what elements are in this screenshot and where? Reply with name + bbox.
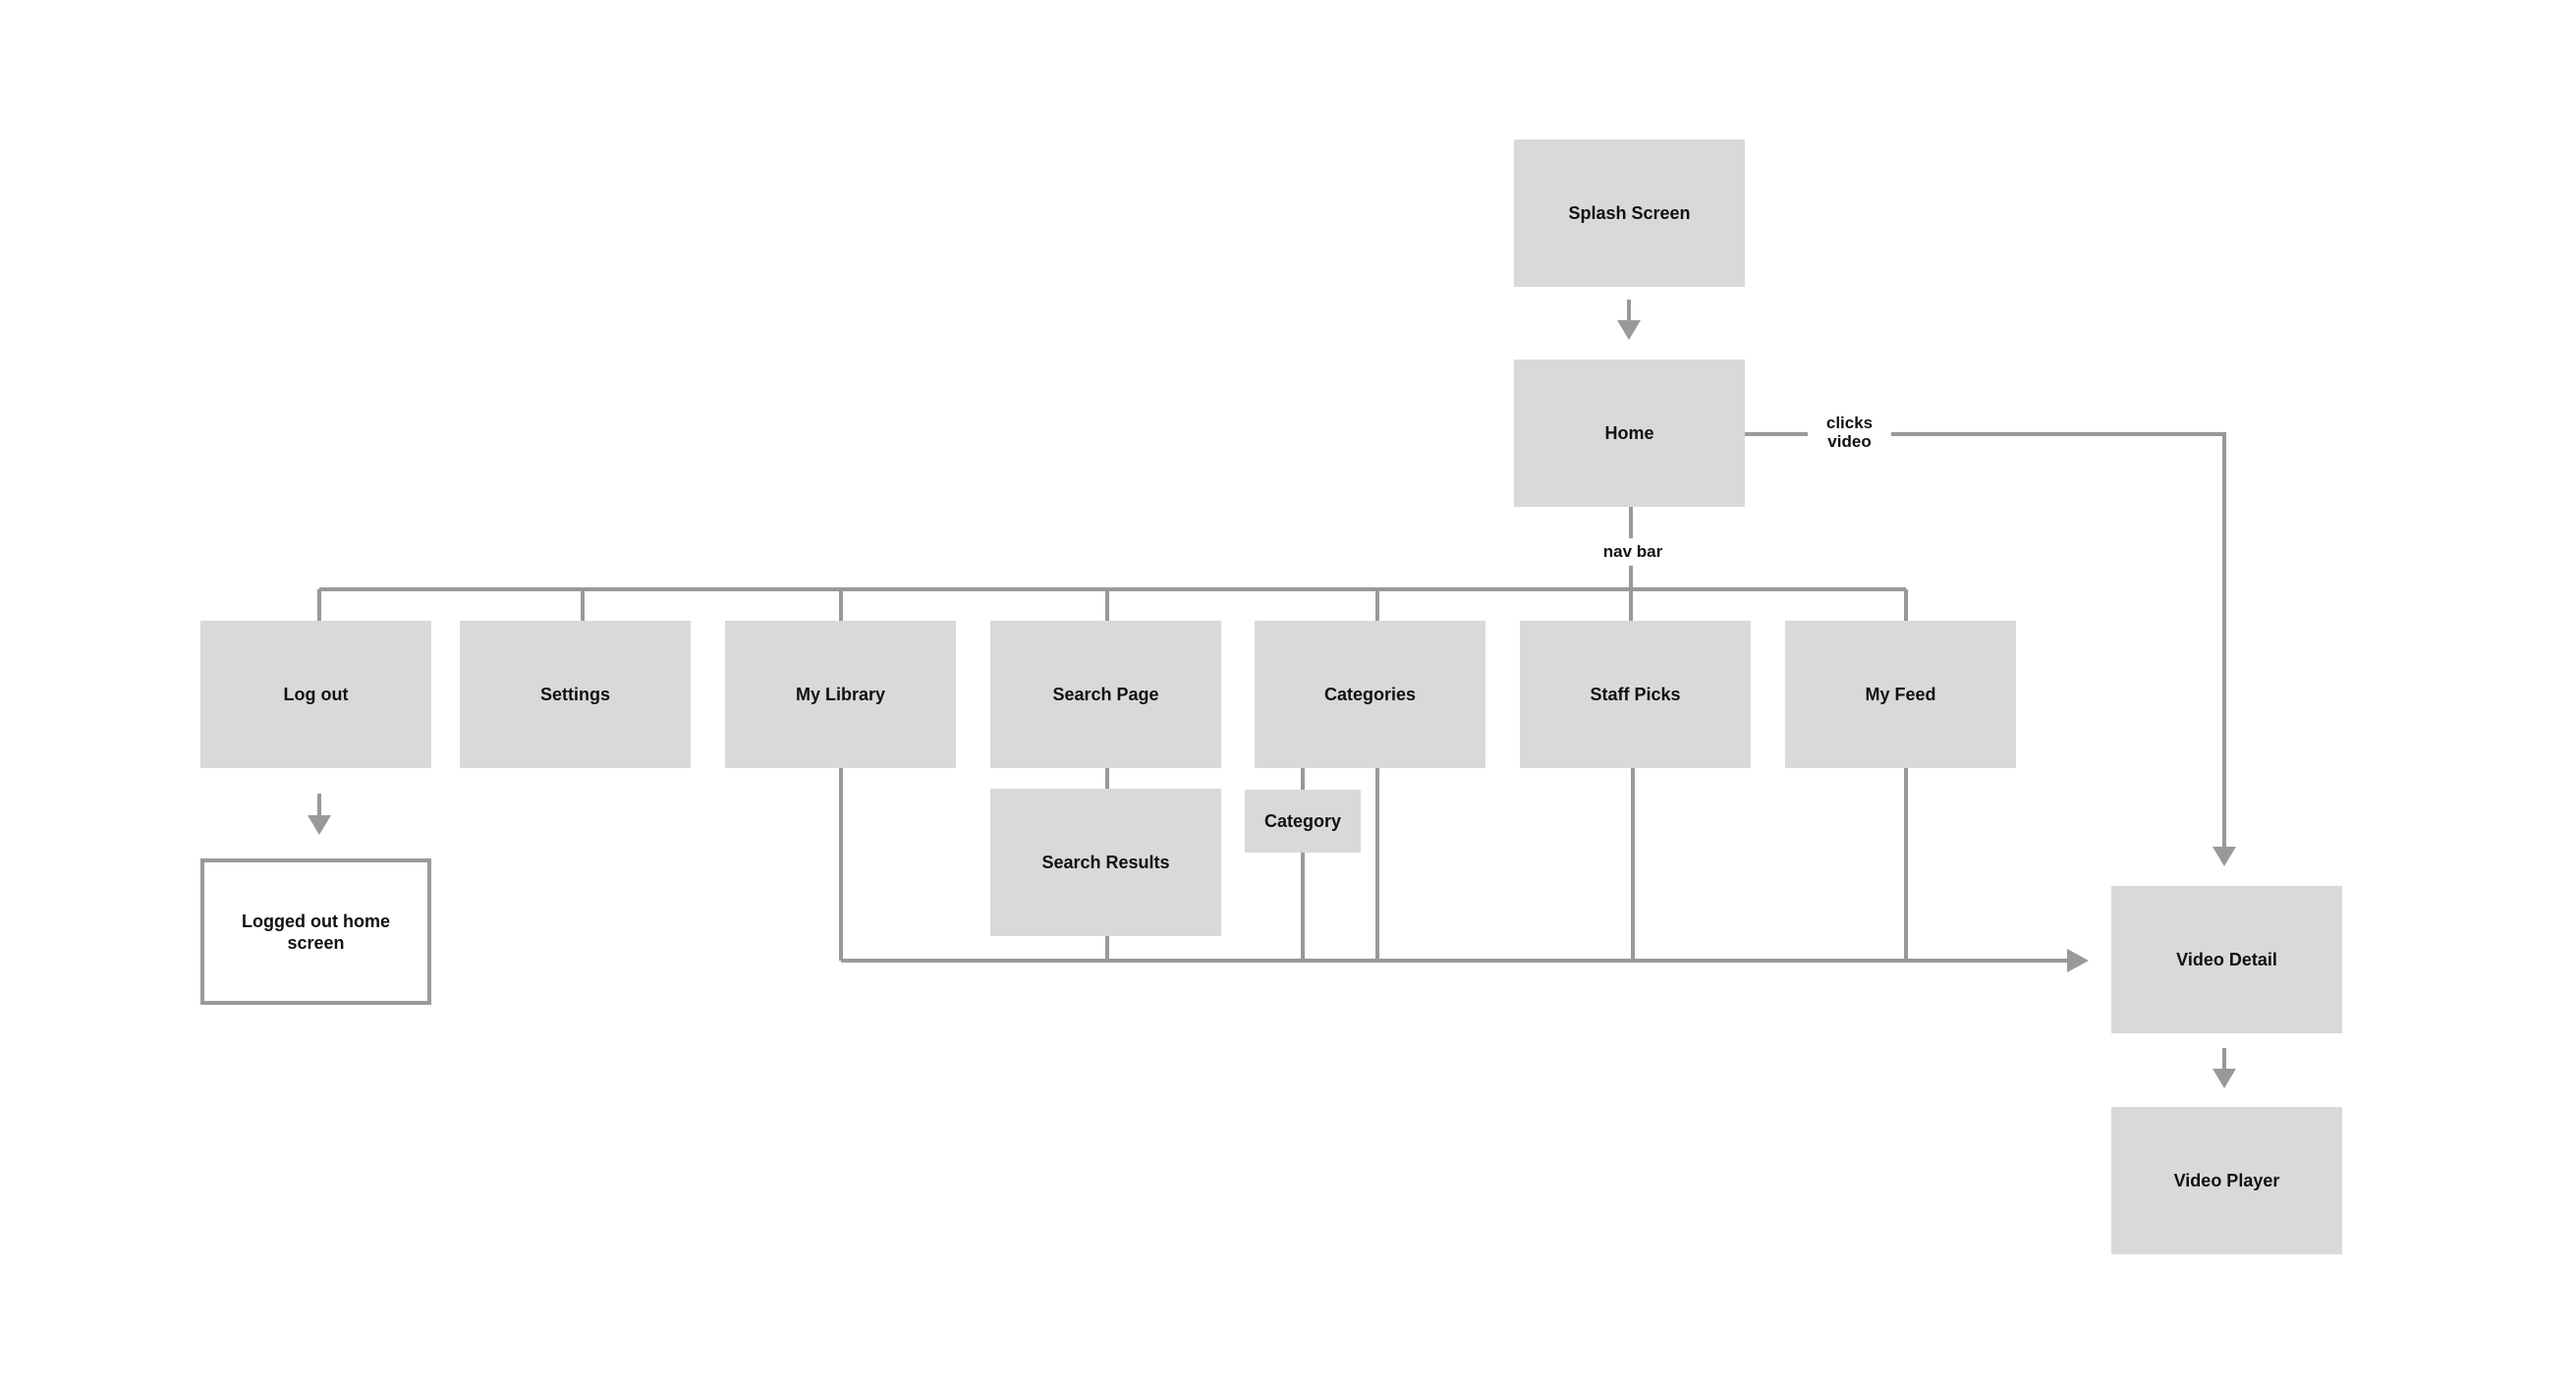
- arrowhead-loggedout: [308, 815, 331, 835]
- edge-label-clicks-video: clicks video: [1808, 414, 1891, 451]
- node-video-player[interactable]: Video Player: [2111, 1107, 2342, 1254]
- node-log-out[interactable]: Log out: [200, 621, 431, 768]
- node-search-page[interactable]: Search Page: [990, 621, 1221, 768]
- connector-clicks-video-detail: [1891, 432, 2226, 847]
- node-logged-out-home-screen[interactable]: Logged out home screen: [200, 858, 431, 1005]
- arrowhead-video-player: [2212, 1069, 2236, 1088]
- node-splash-screen[interactable]: Splash Screen: [1514, 139, 1745, 287]
- edge-label-nav-bar: nav bar: [1592, 542, 1674, 561]
- arrowhead-video-detail-left: [2067, 949, 2089, 972]
- node-settings[interactable]: Settings: [460, 621, 691, 768]
- node-category[interactable]: Category: [1245, 790, 1361, 853]
- node-staff-picks[interactable]: Staff Picks: [1520, 621, 1751, 768]
- edge-label-clicks: clicks: [1825, 414, 1874, 432]
- node-my-feed[interactable]: My Feed: [1785, 621, 2016, 768]
- node-my-library[interactable]: My Library: [725, 621, 956, 768]
- node-home[interactable]: Home: [1514, 359, 1745, 507]
- edge-label-video: video: [1827, 432, 1872, 451]
- node-categories[interactable]: Categories: [1255, 621, 1485, 768]
- arrowhead-video-detail-top: [2212, 847, 2236, 866]
- arrowhead-splash-home: [1617, 320, 1641, 340]
- node-search-results[interactable]: Search Results: [990, 789, 1221, 936]
- node-video-detail[interactable]: Video Detail: [2111, 886, 2342, 1033]
